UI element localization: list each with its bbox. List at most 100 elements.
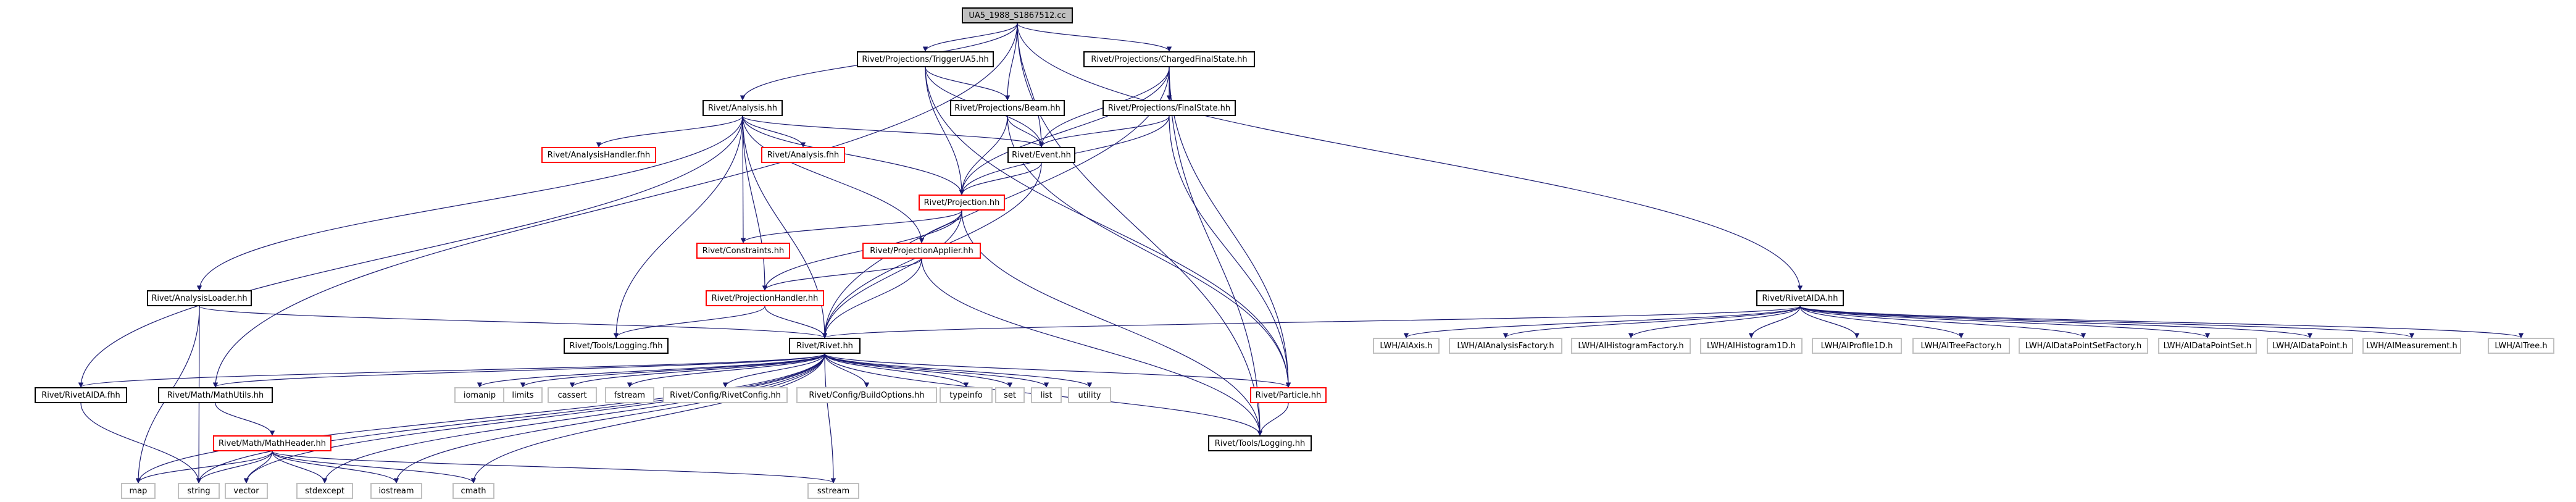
node-cmath[interactable]: cmath <box>452 483 494 499</box>
node-lwh-aianalysisfactory[interactable]: LWH/AIAnalysisFactory.h <box>1449 338 1562 354</box>
edge-analysis-to-rivetaidafhh <box>78 115 743 388</box>
node-lwh-aihistogramfactory[interactable]: LWH/AIHistogramFactory.h <box>1571 338 1691 354</box>
node-string[interactable]: string <box>178 483 220 499</box>
node-projection[interactable]: Rivet/Projection.hh <box>919 195 1005 211</box>
edge-chargedfs-to-projection <box>959 67 1170 195</box>
node-fstream[interactable]: fstream <box>605 387 654 403</box>
node-rivet-hh[interactable]: Rivet/Rivet.hh <box>789 338 861 354</box>
node-final-state[interactable]: Rivet/Projections/FinalState.hh <box>1103 100 1236 116</box>
node-constraints[interactable]: Rivet/Constraints.hh <box>696 243 790 259</box>
node-analysis-fhh[interactable]: Rivet/Analysis.fhh <box>761 147 845 163</box>
node-projection-applier[interactable]: Rivet/ProjectionApplier.hh <box>862 243 981 259</box>
node-trigger-ua5[interactable]: Rivet/Projections/TriggerUA5.hh <box>857 51 994 67</box>
edge-rivethh-to-cassert <box>569 353 825 388</box>
edge-projection-to-rivethh <box>822 210 962 338</box>
node-logging-fhh[interactable]: Rivet/Tools/Logging.fhh <box>564 338 669 354</box>
node-iomanip[interactable]: iomanip <box>454 387 505 403</box>
edge-rivethh-to-particle <box>824 353 1291 388</box>
node-charged-final-state[interactable]: Rivet/Projections/ChargedFinalState.hh <box>1083 51 1255 67</box>
edge-finalstate-to-event <box>1038 115 1170 148</box>
node-root-file[interactable]: UA5_1988_S1867512.cc <box>962 7 1073 23</box>
edge-rivetaidahh-to-ihistogram1d <box>1748 306 1801 338</box>
edge-rivetaidahh-to-idps <box>1799 306 2210 338</box>
edge-beam-to-event <box>1007 115 1044 148</box>
edge-rivethh-to-fstream <box>627 353 825 388</box>
edge-mathheader-to-string <box>196 451 273 483</box>
node-lwh-aitree[interactable]: LWH/AITree.h <box>2488 338 2554 354</box>
edge-rivethh-to-sstream <box>824 353 836 483</box>
node-map[interactable]: map <box>121 483 156 499</box>
node-logging-hh[interactable]: Rivet/Tools/Logging.hh <box>1208 435 1312 451</box>
edge-mathheader-to-cmath <box>272 451 477 483</box>
edge-analysis-to-analysisfhh <box>742 115 806 148</box>
edge-projection-to-projapplier <box>919 210 962 243</box>
edge-rivethh-to-iomanip <box>477 353 825 388</box>
node-typeinfo[interactable]: typeinfo <box>940 387 993 403</box>
edge-rivethh-to-string <box>196 353 825 483</box>
node-lwh-aiaxis[interactable]: LWH/AIAxis.h <box>1373 338 1440 354</box>
node-lwh-aihistogram1d[interactable]: LWH/AIHistogram1D.h <box>1700 338 1803 354</box>
edge-rivetaidahh-to-rivethh <box>822 306 1801 338</box>
edge-triggerua5-to-beam <box>925 67 1011 101</box>
edge-rivethh-to-utility <box>824 353 1093 388</box>
edge-root-to-triggerua5 <box>922 23 1018 52</box>
node-limits[interactable]: limits <box>503 387 543 403</box>
node-cassert[interactable]: cassert <box>548 387 597 403</box>
edge-mathheader-to-iostream <box>272 451 399 483</box>
edge-mathutils-to-mathheader <box>215 403 275 436</box>
edge-analysis-to-analysisloader <box>196 115 743 291</box>
node-lwh-aimeasurement[interactable]: LWH/AIMeasurement.h <box>2362 338 2461 354</box>
edge-rivetaidahh-to-itreefactory <box>1799 306 1964 338</box>
node-rivet-aida-fhh[interactable]: Rivet/RivetAIDA.fhh <box>35 387 127 403</box>
edge-root-to-mathutils <box>212 23 1018 388</box>
edge-projapplier-to-rivethh <box>822 258 922 338</box>
node-math-utils[interactable]: Rivet/Math/MathUtils.hh <box>158 387 273 403</box>
node-rivet-config[interactable]: Rivet/Config/RivetConfig.hh <box>663 387 788 403</box>
node-vector[interactable]: vector <box>225 483 268 499</box>
edge-analysis-to-projection <box>742 115 965 195</box>
edge-projhandler-to-logfhh <box>613 306 765 338</box>
edge-rivethh-to-set <box>824 353 1013 388</box>
edge-chargedfs-to-loghh <box>1169 67 1263 436</box>
node-lwh-aidatapoint[interactable]: LWH/AIDataPoint.h <box>2267 338 2353 354</box>
edge-event-to-projection <box>959 162 1042 195</box>
node-event[interactable]: Rivet/Event.hh <box>1007 147 1075 163</box>
node-lwh-aiprofile1d[interactable]: LWH/AIProfile1D.h <box>1812 338 1902 354</box>
edge-analysis-to-event <box>742 115 1044 148</box>
node-analysis-handler-fhh[interactable]: Rivet/AnalysisHandler.fhh <box>541 147 656 163</box>
edge-mathheader-to-vector <box>243 451 273 483</box>
include-edges <box>78 23 2524 483</box>
edge-triggerua5-to-projection <box>925 67 965 195</box>
node-build-options[interactable]: Rivet/Config/BuildOptions.hh <box>796 387 937 403</box>
node-beam[interactable]: Rivet/Projections/Beam.hh <box>950 100 1065 116</box>
edge-rivethh-to-mathutils <box>213 353 825 388</box>
edge-rivetaidafhh-to-string <box>80 403 202 483</box>
node-set[interactable]: set <box>995 387 1025 403</box>
node-math-header[interactable]: Rivet/Math/MathHeader.hh <box>213 435 331 451</box>
node-stdexcept[interactable]: stdexcept <box>296 483 353 499</box>
edge-triggerua5-to-particle <box>925 67 1291 388</box>
node-lwh-aidatapointsetfactory[interactable]: LWH/AIDataPointSetFactory.h <box>2019 338 2148 354</box>
node-rivet-aida-hh[interactable]: Rivet/RivetAIDA.hh <box>1756 290 1844 306</box>
edge-rivetaidahh-to-itree <box>1799 306 2524 338</box>
node-lwh-aidatapointset[interactable]: LWH/AIDataPointSet.h <box>2158 338 2257 354</box>
edge-finalstate-to-particle <box>1169 115 1291 388</box>
edge-mathheader-to-map <box>135 451 273 483</box>
node-list[interactable]: list <box>1031 387 1062 403</box>
node-particle[interactable]: Rivet/Particle.hh <box>1250 387 1327 403</box>
node-projection-handler[interactable]: Rivet/ProjectionHandler.hh <box>706 290 824 306</box>
node-iostream[interactable]: iostream <box>370 483 422 499</box>
edge-root-to-beam <box>1004 23 1018 101</box>
edge-beam-to-projection <box>959 115 1008 195</box>
edge-rivethh-to-rivetconfig <box>722 353 825 388</box>
node-analysis-hh[interactable]: Rivet/Analysis.hh <box>702 100 783 116</box>
node-lwh-aitreefactory[interactable]: LWH/AITreeFactory.h <box>1912 338 2010 354</box>
edge-rivetaidahh-to-idpsfactory <box>1799 306 2086 338</box>
edge-rivethh-to-cmath <box>470 353 825 483</box>
node-sstream[interactable]: sstream <box>807 483 859 499</box>
edge-mathheader-to-sstream <box>272 451 836 483</box>
edge-chargedfs-to-particle <box>1169 67 1291 388</box>
node-utility[interactable]: utility <box>1068 387 1111 403</box>
node-analysis-loader[interactable]: Rivet/AnalysisLoader.hh <box>147 290 252 306</box>
